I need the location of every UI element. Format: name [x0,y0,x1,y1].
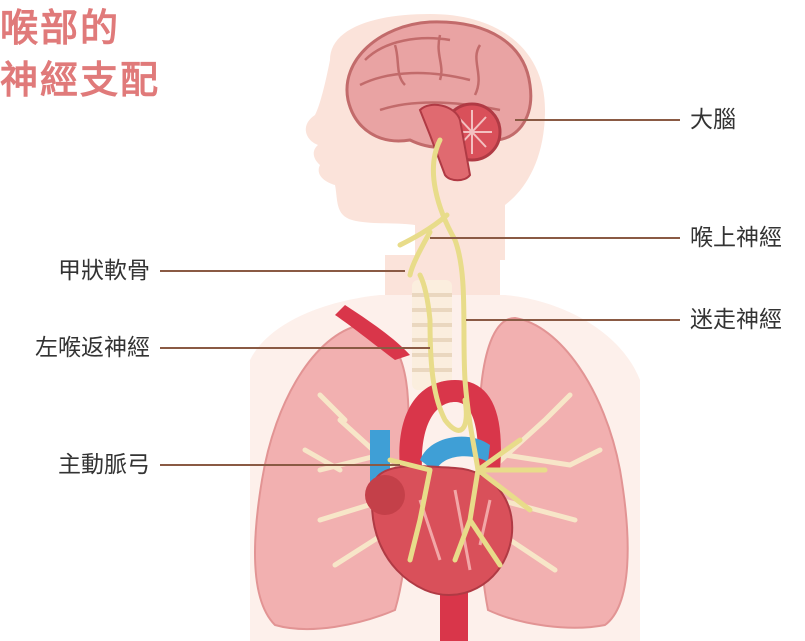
label-aortic-arch: 主動脈弓 [58,451,150,479]
label-left-recurrent-laryngeal-nerve: 左喉返神經 [35,334,150,362]
label-brain: 大腦 [690,106,736,134]
label-vagus-nerve: 迷走神經 [690,306,782,334]
right-atrium [365,475,405,515]
label-thyroid-cartilage: 甲狀軟骨 [58,257,150,285]
label-superior-laryngeal-nerve: 喉上神經 [690,224,782,252]
